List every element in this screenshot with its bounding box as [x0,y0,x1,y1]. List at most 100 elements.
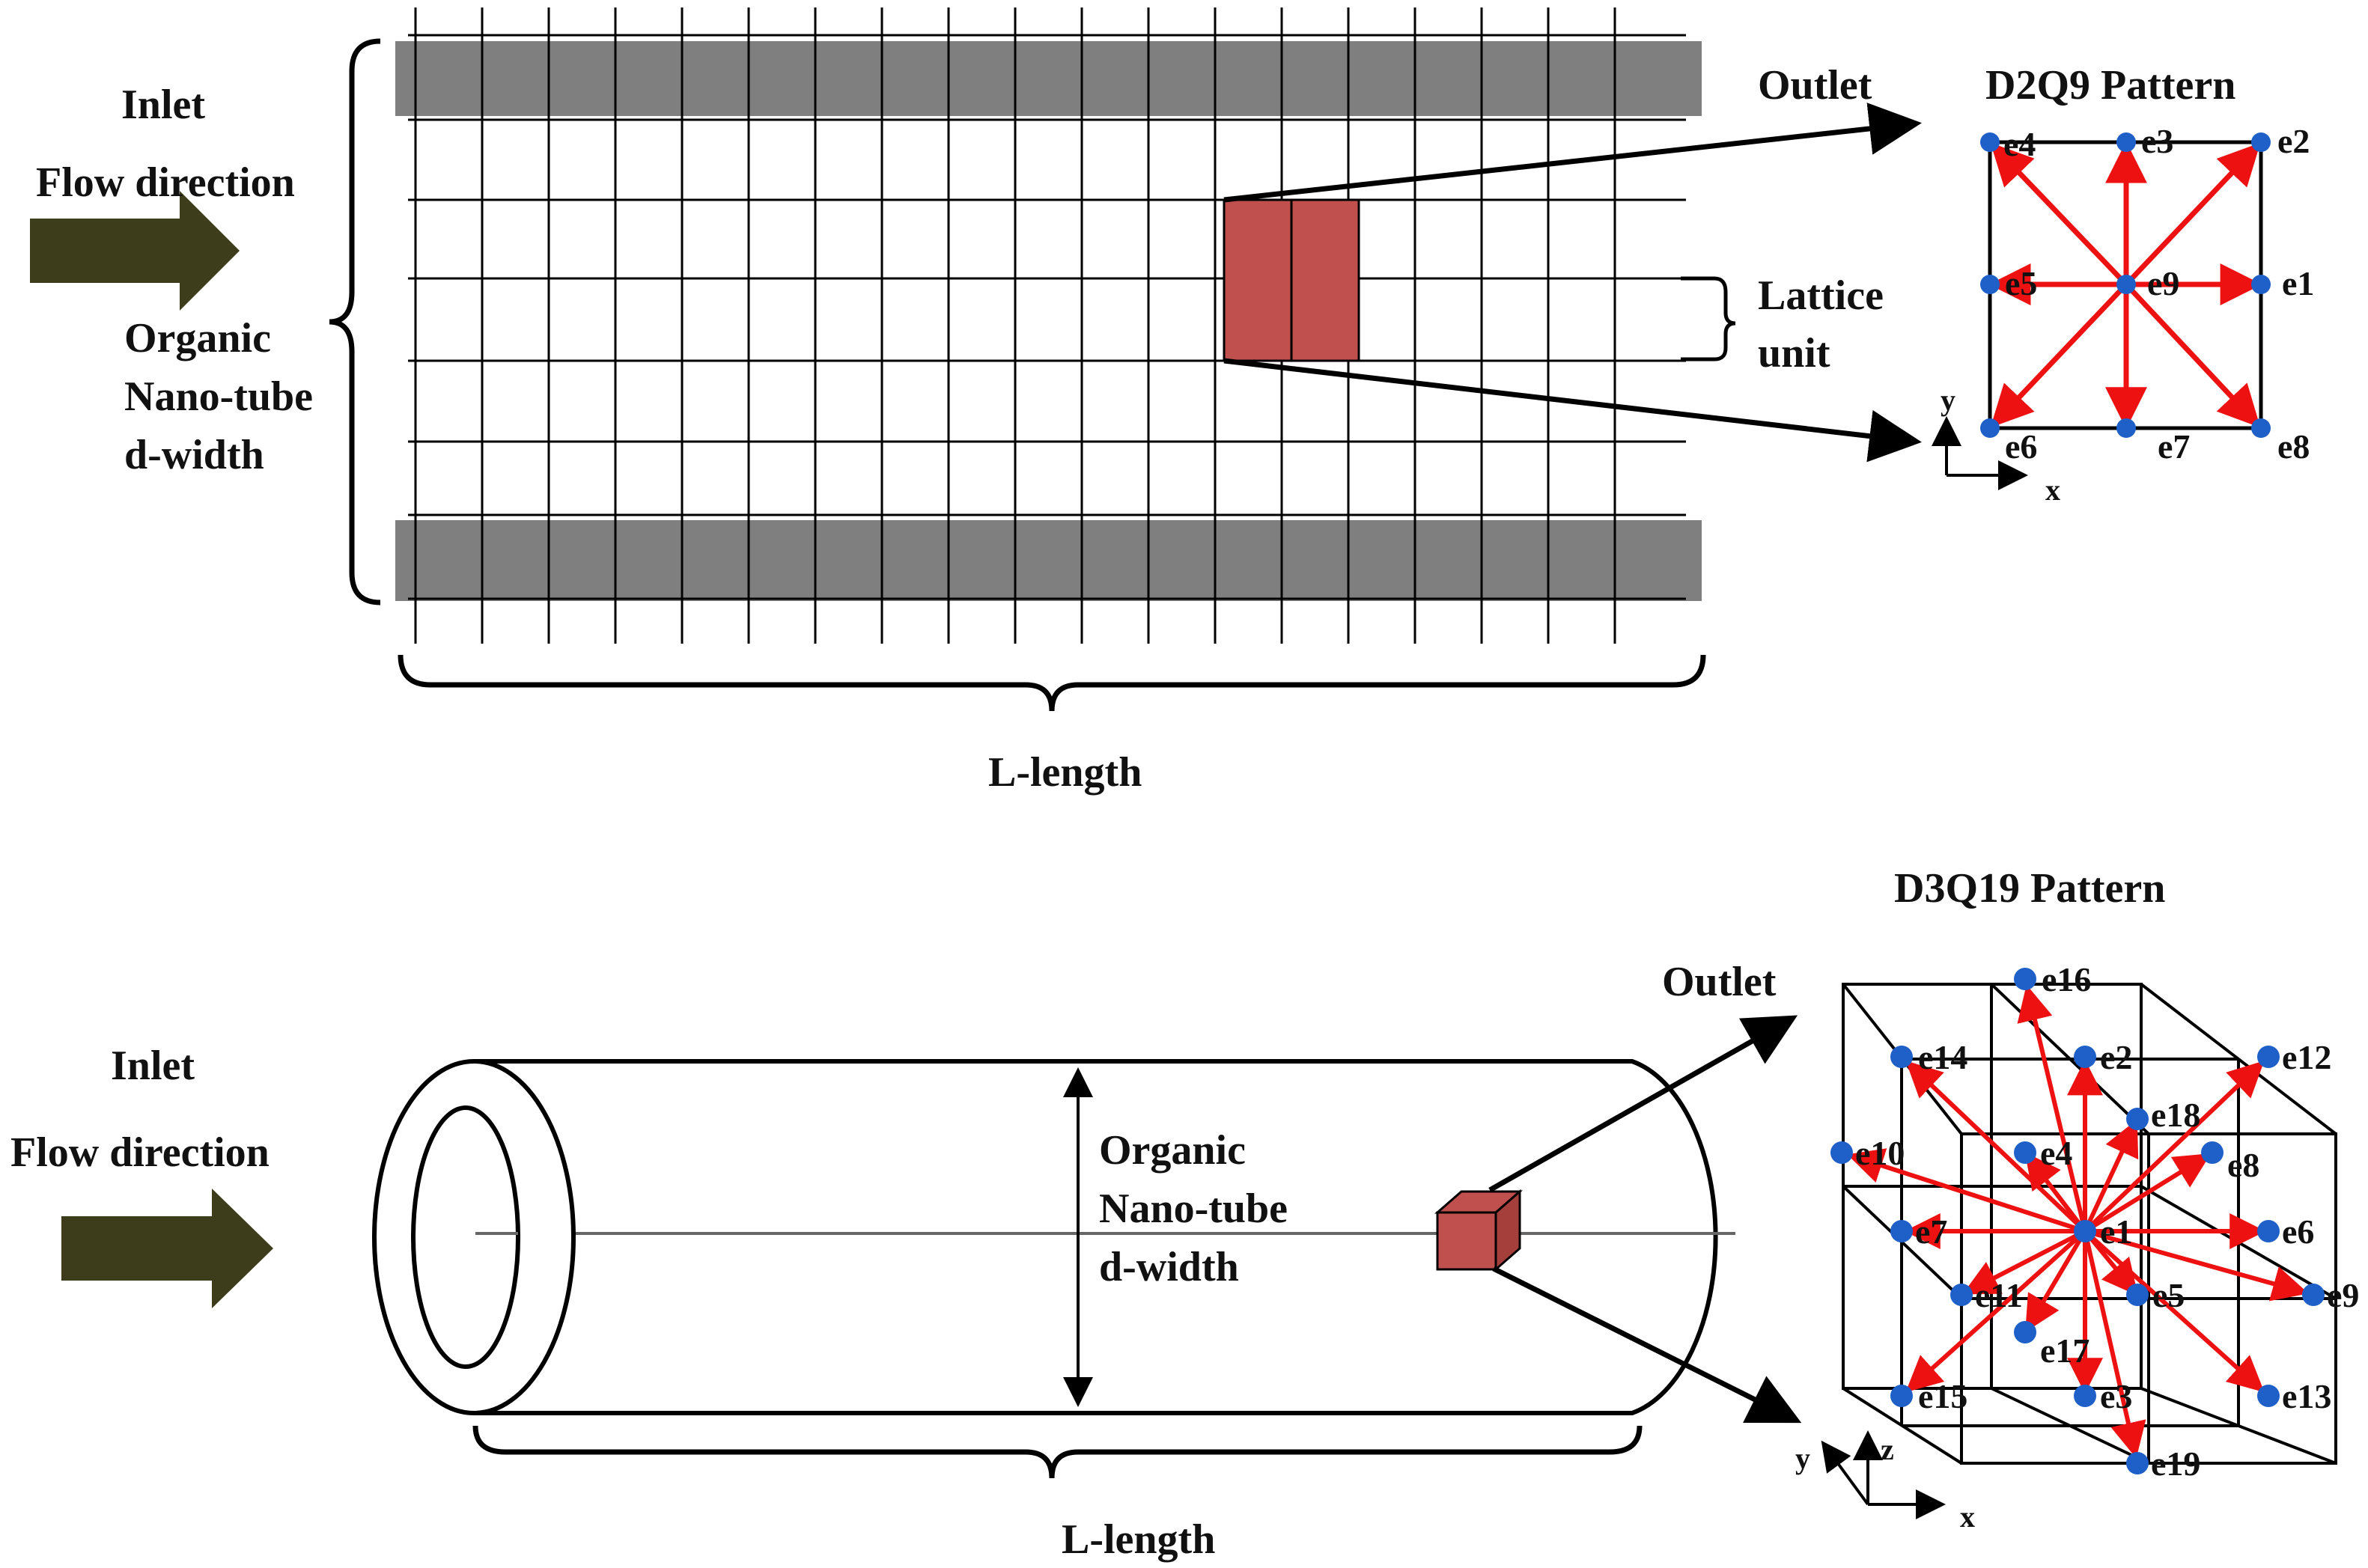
d3q19-node-e9 [2302,1284,2325,1306]
top-tube-label-1: Organic [124,315,271,362]
d3q19-node-e3 [2074,1385,2096,1407]
d2q9-vector-e6 [1990,282,2128,428]
d2q9-axis-x-label: x [2045,473,2060,507]
d3q19-nodes: e1e2e3e4e5e6e7e8e9e10e11e12e13e14e15e16e… [1830,960,2359,1483]
lattice-unit-brace [1681,276,1736,362]
bottom-panel: Inlet Flow direction Organic Nano-tube d… [10,959,1802,1563]
bottom-length-label: L-length [1062,1516,1215,1563]
d3q19-node-e5 [2126,1284,2149,1306]
d3q19-vector-e17 [2025,1230,2087,1332]
d3q19-node-label-e7: e7 [1915,1212,1947,1251]
top-flow-direction-label: Flow direction [36,159,295,206]
d2q9-node-label-e2: e2 [2277,122,2310,160]
d3q19-node-label-e6: e6 [2282,1212,2314,1251]
d3q19-node-label-e4: e4 [2040,1134,2072,1172]
d3q19-node-e15 [1890,1385,1913,1407]
d2q9-node-e7 [2116,418,2136,438]
d2q9-vector-e8 [2124,282,2261,428]
d3q19-vector-e4 [2024,1152,2087,1233]
d3q19-node-e8 [2201,1141,2224,1164]
d2q9-node-label-e1: e1 [2282,264,2314,302]
bottom-zoom-line-lower [1492,1266,1802,1424]
d3q19-vector-e10 [1847,1148,2086,1233]
d3q19-node-label-e1: e1 [2100,1212,2132,1251]
d3q19-node-label-e14: e14 [1918,1038,1967,1076]
d3q19-title: D3Q19 Pattern [1894,865,2165,912]
d3q19-node-label-e8: e8 [2227,1146,2259,1184]
d3q19-node-label-e10: e10 [1855,1134,1905,1172]
top-tube-label-3: d-width [124,432,264,478]
d3q19-vector-e11 [1962,1229,2087,1295]
lattice-unit-label-2: unit [1758,330,1830,376]
nanotube-body [474,1059,1718,1415]
d3q19-node-e13 [2257,1385,2280,1407]
bottom-tube-label-1: Organic [1099,1127,1246,1174]
d3q19-node-label-e9: e9 [2327,1276,2359,1314]
top-width-brace [329,38,381,605]
bottom-length-brace [472,1425,1643,1479]
d3q19-node-label-e2: e2 [2100,1038,2132,1076]
d3q19-node-e18 [2126,1108,2149,1130]
d3q19-node-label-e18: e18 [2151,1096,2200,1134]
top-wall-lower [395,520,1702,601]
d2q9-vector-e4 [1990,142,2128,287]
d2q9-node-label-e8: e8 [2277,427,2310,466]
d3q19-vector-e13 [2083,1229,2265,1393]
d3q19-node-e6 [2257,1220,2280,1242]
d3q19-node-e4 [2014,1141,2036,1164]
d2q9-node-e2 [2251,132,2271,152]
bottom-flow-arrow-icon [61,1189,273,1308]
d3q19-node-e2 [2074,1046,2096,1068]
d2q9-velocity-vectors [1988,141,2262,430]
d3q19-vector-e18 [2083,1119,2139,1233]
nanotube-inner-rim [411,1105,520,1369]
top-outlet-label: Outlet [1758,62,1872,109]
bottom-inlet-label: Inlet [111,1043,195,1089]
d3q19-node-label-e12: e12 [2282,1038,2331,1076]
d3q19-node-e19 [2126,1452,2149,1474]
d2q9-axis-y-label: y [1941,383,1955,417]
d3q19-axis-z-label: z [1881,1433,1894,1466]
d3q19-node-label-e3: e3 [2100,1377,2132,1415]
top-tube-label-2: Nano-tube [124,373,313,420]
d2q9-node-e4 [1980,132,2000,152]
top-zoom-line-lower [1223,358,1922,463]
d3q19-axis-y-label: y [1795,1442,1810,1475]
bottom-zoom-line-upper [1488,1015,1798,1193]
top-length-brace [398,654,1706,712]
d3q19-vector-e9 [2084,1229,2309,1302]
d3q19-node-label-e13: e13 [2282,1377,2331,1415]
d3q19-node-e1 [2074,1220,2096,1242]
d3q19-node-e10 [1830,1141,1853,1164]
d2q9-node-label-e5: e5 [2005,264,2037,302]
d3q19-node-e16 [2014,968,2036,990]
bottom-tube-label-2: Nano-tube [1099,1186,1288,1232]
top-wall-upper [395,41,1702,116]
d3q19-vector-e14 [1905,1061,2087,1233]
d3q19-vector-e15 [1905,1229,2087,1393]
d3q19-node-label-e5: e5 [2152,1276,2185,1314]
d3q19-pattern: D3Q19 Pattern e1 e2 e3 e4 e5 e6 e7 e8 e9 e10 e11 e1… [1795,865,2359,1534]
d3q19-vector-e16 [2017,984,2087,1232]
d2q9-title: D2Q9 Pattern [1985,62,2235,109]
d2q9-node-label-e4: e4 [2003,125,2036,163]
d3q19-axis-x-label: x [1960,1500,1975,1534]
d2q9-node-label-e3: e3 [2141,122,2173,160]
bottom-flow-direction-label: Flow direction [10,1129,270,1176]
d2q9-node-label-e7: e7 [2158,427,2190,466]
top-panel: Inlet Flow direction Organic Nano-tube d… [30,7,1922,796]
d2q9-node-e3 [2116,132,2136,152]
d3q19-node-label-e17: e17 [2040,1331,2089,1370]
top-inlet-label: Inlet [121,82,205,128]
top-zoom-line-upper [1223,103,1922,203]
d3q19-node-label-e11: e11 [1975,1276,2023,1314]
d2q9-node-e6 [1980,418,2000,438]
lattice-unit-label-1: Lattice [1758,272,1884,319]
bottom-outlet-label: Outlet [1662,959,1777,1005]
d3q19-node-label-e19: e19 [2151,1445,2200,1483]
d3q19-vector-e19 [2083,1230,2146,1459]
d3q19-node-label-e16: e16 [2042,960,2091,998]
